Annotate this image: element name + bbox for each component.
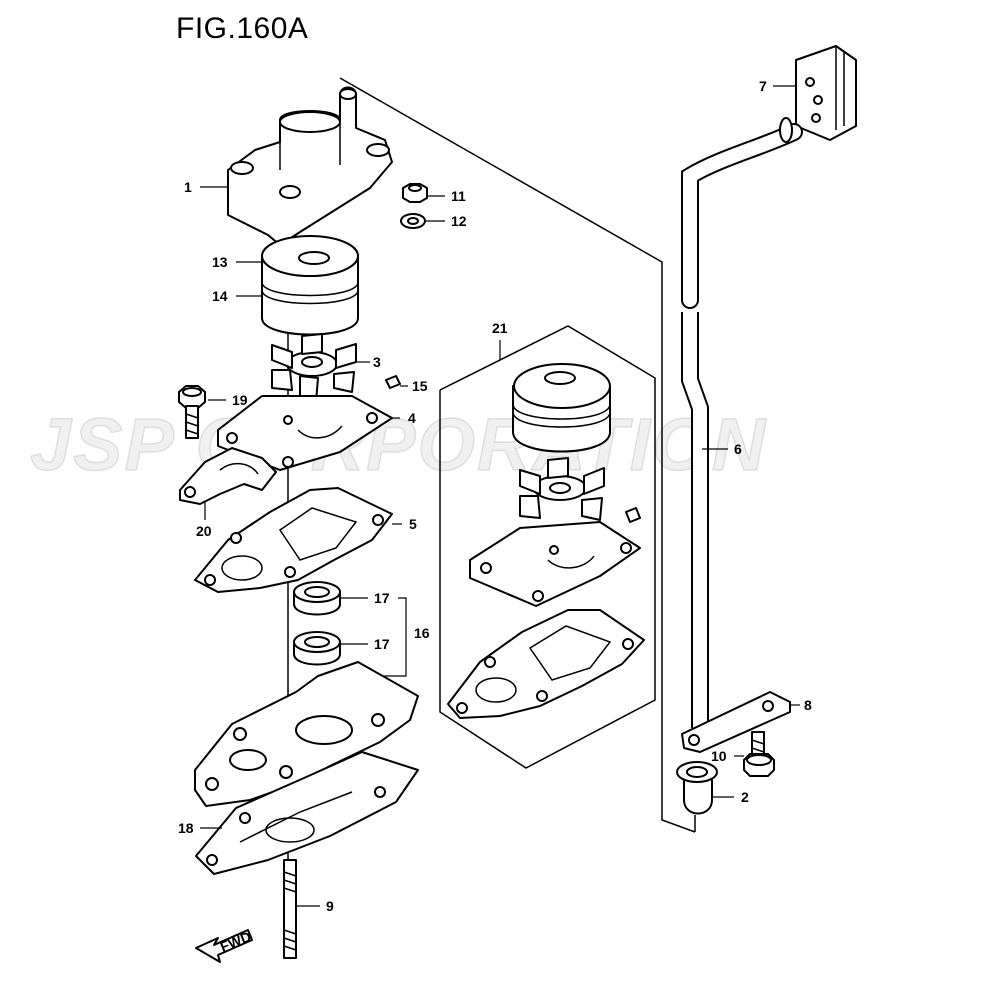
water-tube (681, 117, 803, 728)
repair-kit-frame (439, 325, 656, 769)
callout-9: 9 (326, 898, 334, 914)
clamp-bolt (743, 731, 775, 777)
fwd-arrow-icon: FWD (195, 928, 254, 963)
callout-19: 19 (232, 392, 248, 408)
callout-16: 16 (414, 625, 430, 641)
grommet (795, 45, 857, 141)
washer (400, 213, 426, 229)
oil-seal-lower (293, 631, 341, 666)
callout-17-upper: 17 (374, 590, 390, 606)
stud-bolt (283, 859, 297, 959)
kit-liner (512, 363, 611, 453)
gasket-bottom (195, 751, 419, 875)
gasket-lower (194, 487, 393, 593)
callout-7: 7 (759, 78, 767, 94)
bolt (178, 385, 206, 439)
callout-10: 10 (711, 748, 727, 764)
callout-1: 1 (184, 179, 192, 195)
kit-impeller (519, 457, 605, 521)
oil-seal-upper (293, 581, 341, 616)
gasket-upper (179, 447, 277, 505)
callout-2: 2 (741, 789, 749, 805)
callout-8: 8 (804, 697, 812, 713)
impeller (271, 333, 357, 403)
callout-4: 4 (408, 410, 416, 426)
pump-housing (194, 661, 419, 807)
pump-liner (261, 235, 359, 336)
callout-21: 21 (492, 320, 508, 336)
assembly-bracket-line (339, 77, 696, 833)
kit-plate (469, 521, 641, 607)
callout-18: 18 (178, 820, 194, 836)
tube-clamp (681, 691, 791, 753)
kit-impeller-key (625, 507, 641, 523)
callout-17-lower: 17 (374, 636, 390, 652)
callout-13: 13 (212, 254, 228, 270)
impeller-key (385, 375, 401, 389)
nut (402, 183, 428, 203)
callout-5: 5 (409, 516, 417, 532)
callout-11: 11 (451, 188, 466, 204)
pump-case (227, 86, 393, 246)
tube-seal (676, 761, 718, 815)
kit-gasket (447, 609, 645, 719)
callout-20: 20 (196, 523, 212, 539)
fwd-label: FWD (218, 928, 254, 955)
callout-15: 15 (412, 378, 428, 394)
callout-12: 12 (451, 213, 467, 229)
watermark: JSP CORPORATION (30, 403, 767, 486)
callout-6: 6 (734, 441, 742, 457)
callout-3: 3 (373, 354, 381, 370)
figure-title: FIG.160A (176, 12, 309, 45)
callout-14: 14 (212, 288, 228, 304)
